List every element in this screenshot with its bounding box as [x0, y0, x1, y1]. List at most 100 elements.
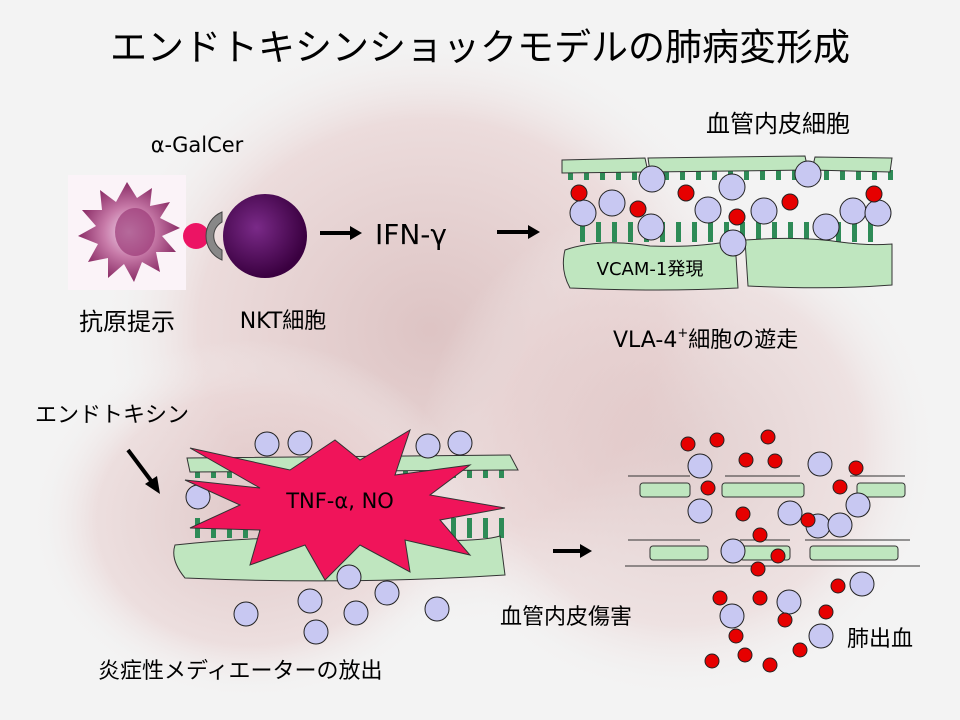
lymphocyte — [336, 564, 362, 590]
adhesion-molecule — [580, 222, 585, 242]
tcr-receptor-icon — [205, 211, 223, 261]
red-blood-cell — [680, 436, 696, 452]
lymphocyte — [750, 197, 778, 225]
lymphocyte — [812, 213, 840, 241]
adhesion-molecule — [596, 222, 601, 242]
adhesion-molecule — [696, 170, 701, 180]
adhesion-molecule — [499, 468, 504, 478]
red-blood-cell — [629, 200, 647, 218]
antigen-presenting-cell-image — [68, 175, 186, 290]
lymphocyte — [687, 498, 713, 524]
lymphocyte — [849, 571, 875, 597]
adhesion-molecule — [744, 170, 749, 180]
red-blood-cell — [818, 604, 834, 620]
red-blood-cell — [712, 590, 728, 606]
adhesion-molecule — [632, 170, 637, 180]
adhesion-molecule — [856, 170, 861, 180]
lymphocyte — [827, 512, 853, 538]
blood-vessel-activated — [561, 155, 893, 291]
red-blood-cell — [781, 193, 799, 211]
adhesion-molecule — [664, 170, 669, 180]
adhesion-molecule — [612, 222, 617, 242]
adhesion-molecule — [680, 170, 685, 180]
lymphocyte — [638, 165, 666, 193]
red-blood-cell — [767, 453, 783, 469]
red-blood-cell — [777, 612, 793, 628]
tnf-no-burst — [184, 428, 506, 581]
lymphocyte — [777, 500, 803, 526]
lymphocyte — [776, 589, 802, 615]
vcam-label: VCAM-1発現 — [597, 259, 704, 280]
lymphocyte — [424, 596, 450, 622]
red-blood-cell — [709, 432, 725, 448]
antigen-dot — [183, 223, 209, 249]
adhesion-molecule — [467, 518, 472, 538]
adhesion-molecule — [772, 222, 777, 242]
lymphocyte — [569, 199, 597, 227]
red-blood-cell — [762, 657, 778, 673]
lymphocyte — [864, 199, 892, 227]
endothelial-injury-label: 血管内皮傷害 — [500, 605, 632, 630]
lymphocyte — [687, 453, 713, 479]
lymphocyte — [303, 619, 329, 645]
blood-vessel-inflamed — [173, 428, 519, 645]
lymphocyte — [598, 189, 626, 217]
red-blood-cell — [752, 590, 768, 606]
red-blood-cell — [770, 548, 786, 564]
arrow-icon — [497, 225, 540, 239]
red-blood-cell — [700, 480, 716, 496]
red-blood-cell — [792, 642, 808, 658]
vla4-migration-label: VLA-4+細胞の遊走 — [613, 326, 798, 353]
adhesion-molecule — [712, 170, 717, 180]
adhesion-molecule — [584, 170, 589, 180]
slide-title: エンドトキシンショックモデルの肺病変形成 — [110, 26, 850, 69]
endotoxin-label: エンドトキシン — [35, 403, 189, 428]
lymphocyte — [287, 430, 313, 456]
lymphocyte — [718, 173, 746, 201]
lymphocyte — [297, 588, 323, 614]
adhesion-molecule — [692, 222, 697, 242]
lymphocyte — [637, 213, 665, 241]
adhesion-molecule — [868, 222, 873, 242]
adhesion-molecule — [616, 170, 621, 180]
adhesion-molecule — [708, 222, 713, 242]
adhesion-molecule — [676, 222, 681, 242]
adhesion-molecule — [760, 170, 765, 180]
lymphocyte — [845, 492, 871, 518]
pulmonary-hemorrhage-label: 肺出血 — [847, 627, 913, 652]
adhesion-molecule — [804, 222, 809, 242]
adhesion-molecule — [792, 170, 797, 180]
lymphocyte — [719, 603, 745, 629]
mediator-release-label: 炎症性メディエーターの放出 — [98, 659, 382, 684]
lymphocyte — [374, 580, 400, 606]
adhesion-molecule — [451, 518, 456, 538]
red-blood-cell — [865, 185, 883, 203]
red-blood-cell — [735, 506, 751, 522]
red-blood-cell — [760, 429, 776, 445]
adhesion-molecule — [211, 468, 216, 478]
lymphocyte — [794, 160, 822, 188]
lymphocyte — [807, 451, 833, 477]
lymphocyte — [839, 197, 867, 225]
adhesion-molecule — [872, 170, 877, 180]
red-blood-cell — [800, 512, 816, 528]
red-blood-cell — [830, 578, 846, 594]
lymphocyte — [233, 601, 259, 627]
adhesion-molecule — [888, 170, 893, 180]
adhesion-molecule — [628, 222, 633, 242]
lymphocyte — [808, 623, 834, 649]
red-blood-cell — [728, 208, 746, 226]
adhesion-molecule — [740, 222, 745, 242]
adhesion-molecule — [195, 468, 200, 478]
adhesion-molecule — [227, 468, 232, 478]
red-blood-cell — [737, 647, 753, 663]
ifn-gamma-label: IFN-γ — [375, 218, 447, 251]
endothelial-cell-label: 血管内皮細胞 — [706, 110, 850, 138]
adhesion-molecule — [467, 468, 472, 478]
arrow-icon — [553, 544, 592, 558]
red-blood-cell — [750, 561, 766, 577]
lymphocyte — [415, 433, 441, 459]
nkt-cell — [223, 194, 307, 278]
red-blood-cell — [728, 628, 744, 644]
